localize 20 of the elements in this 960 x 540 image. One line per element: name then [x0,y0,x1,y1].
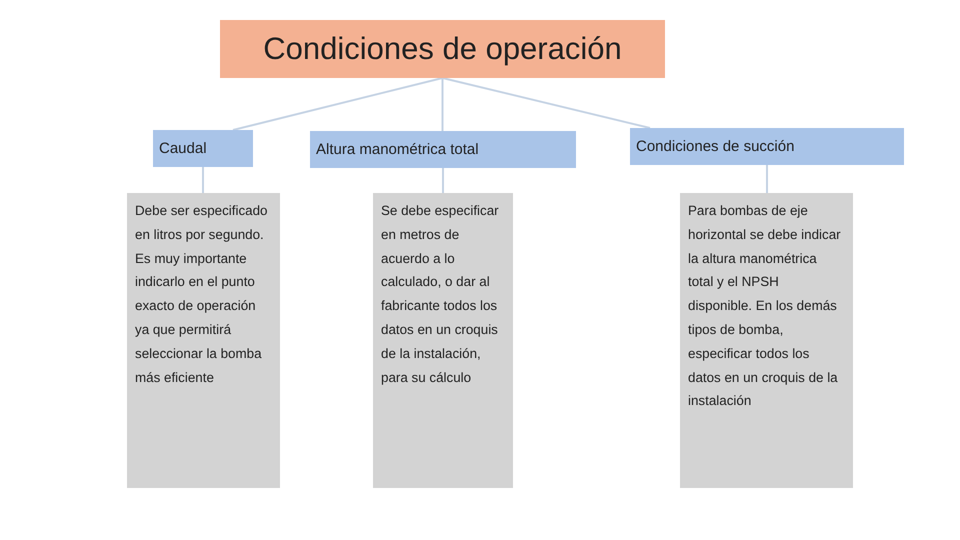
description-box [680,193,853,488]
category-label: Altura manométrica total [316,141,479,158]
title-box [220,20,665,78]
description-box [127,193,280,488]
connector-line [232,77,443,131]
connector-line [202,167,204,193]
category-box [310,131,576,168]
category-label: Caudal [159,140,207,157]
connector-line [766,165,768,193]
category-label: Condiciones de succión [636,138,794,155]
description-text: Se debe especificar en metros de acuerdo a lo calculado, o dar al fabricante todos los datos en un croquis de la instalación, para su cálculo [381,202,500,387]
description-box [373,193,513,488]
connector-line [442,168,444,193]
description-text: Para bombas de eje horizontal se debe indicar la altura manométrica total y el NPSH disponible. En los demás tipos de bomba, especificar todos los datos en un croquis de la instalación [688,202,842,410]
category-box [630,128,904,165]
title-text: Condiciones de operación [263,31,622,67]
category-box [153,130,253,167]
connector-line [442,77,650,129]
description-text: Debe ser especificado en litros por segundo. Es muy importante indicarlo en el punto exacto de operación ya que permitirá seleccionar la bomba más eficiente [135,202,268,387]
connector-line [442,78,444,131]
